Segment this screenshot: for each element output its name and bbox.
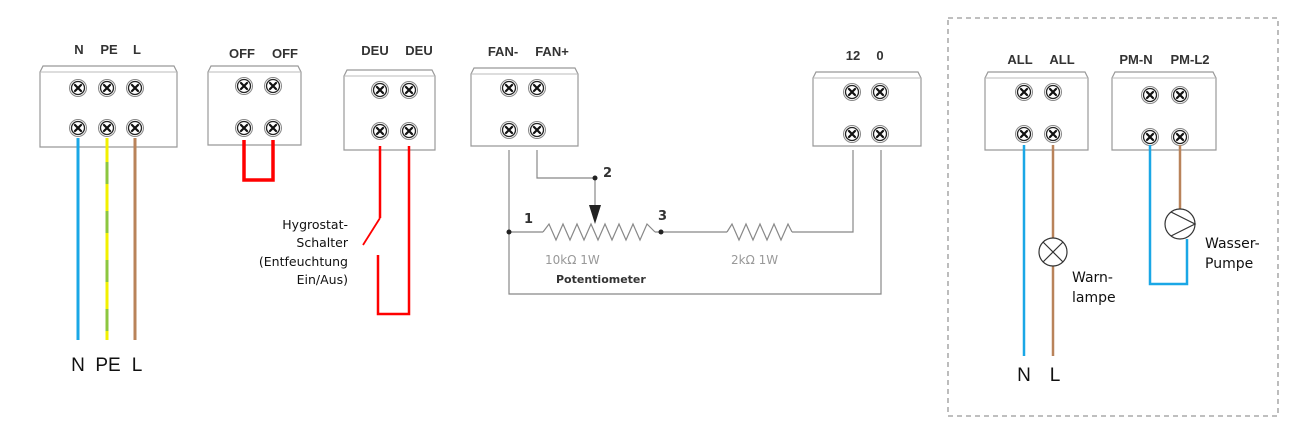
terminal-label: ALL <box>1049 52 1074 67</box>
screw-icon <box>870 82 890 102</box>
mains-label-pe: PE <box>95 355 120 376</box>
screw-icon <box>1140 85 1160 105</box>
terminal-label: N <box>74 42 83 57</box>
terminal-label: 12 <box>846 48 860 63</box>
screw-icon <box>1014 82 1034 102</box>
terminal-label: PM-N <box>1119 52 1152 67</box>
screw-icon <box>1043 124 1063 144</box>
supply-12-wire <box>792 150 854 233</box>
terminal-housing <box>984 71 1089 151</box>
potentiometer-value: 10kΩ 1W <box>545 253 600 267</box>
screw-icon <box>1140 127 1160 147</box>
terminal-label: OFF <box>229 46 255 61</box>
terminal-label: 0 <box>876 48 883 63</box>
pot-pin-3: 3 <box>658 209 667 224</box>
lamp-label-1: Warn- <box>1072 270 1113 286</box>
resistor-value: 2kΩ 1W <box>731 253 778 267</box>
wiper-arrow-icon <box>589 205 601 224</box>
screw-icon <box>234 76 254 96</box>
screw-icon <box>97 78 117 98</box>
screw-icon <box>870 124 890 144</box>
potentiometer-zigzag <box>542 222 656 242</box>
screw-icon <box>1170 85 1190 105</box>
screw-icon <box>1014 124 1034 144</box>
screw-icon <box>68 118 88 138</box>
pump-label-2: Pumpe <box>1205 256 1253 272</box>
screw-icon <box>370 121 390 141</box>
terminal-label: DEU <box>361 43 388 58</box>
alarm-label-n: N <box>1017 365 1031 386</box>
screw-icon <box>527 120 547 140</box>
svg-text:Schalter: Schalter <box>296 235 348 250</box>
terminal-block-off: OFF OFF <box>207 46 302 146</box>
pot-pin-1: 1 <box>524 212 533 227</box>
terminal-block-alarm: ALL ALL <box>984 52 1089 151</box>
svg-text:Hygrostat-: Hygrostat- <box>282 217 348 232</box>
screw-icon <box>842 124 862 144</box>
screw-icon <box>499 78 519 98</box>
terminal-label: ALL <box>1007 52 1032 67</box>
alarm-label-l: L <box>1050 365 1061 386</box>
deu-wire-b <box>376 146 411 316</box>
screw-icon <box>370 80 390 100</box>
lamp-icon <box>1038 237 1068 267</box>
terminal-housing <box>207 65 302 146</box>
hygrostat-label: Hygrostat- Schalter (Entfeuchtung Ein/Au… <box>259 217 349 287</box>
terminal-housing <box>343 69 436 151</box>
terminal-label: PM-L2 <box>1171 52 1210 67</box>
node-dot <box>658 229 664 235</box>
terminal-block-mains: N PE L <box>39 42 178 148</box>
pump-neutral-wire <box>1148 145 1189 286</box>
screw-icon <box>125 78 145 98</box>
lamp-label-2: lampe <box>1072 290 1116 306</box>
terminal-block-fan: FAN- FAN+ <box>470 44 579 147</box>
screw-icon <box>234 118 254 138</box>
terminal-label: L <box>133 42 141 57</box>
screw-icon <box>97 118 117 138</box>
terminal-block-supply: 12 0 <box>812 48 922 147</box>
screw-icon <box>842 82 862 102</box>
terminal-block-pump: PM-N PM-L2 <box>1111 52 1217 151</box>
screw-icon <box>527 78 547 98</box>
terminal-housing <box>812 71 922 147</box>
fan-minus-wire <box>508 150 882 295</box>
screw-icon <box>1043 82 1063 102</box>
mains-label-l: L <box>132 355 143 376</box>
terminal-housing <box>1111 71 1217 151</box>
potentiometer-label: Potentiometer <box>556 273 646 286</box>
screw-icon <box>125 118 145 138</box>
screw-icon <box>68 78 88 98</box>
alarm-pump-group-box <box>947 17 1279 417</box>
off-bridge-wire <box>242 140 275 182</box>
hygrostat-switch <box>362 217 381 246</box>
screw-icon <box>263 76 283 96</box>
node-dot <box>506 229 512 235</box>
svg-text:Ein/Aus): Ein/Aus) <box>297 272 348 287</box>
screw-icon <box>399 121 419 141</box>
pump-label-1: Wasser- <box>1205 236 1260 252</box>
terminal-label: FAN- <box>488 44 518 59</box>
node-dot <box>592 175 598 181</box>
screw-icon <box>1170 127 1190 147</box>
terminal-label: PE <box>100 42 118 57</box>
fan-plus-wire <box>536 150 595 179</box>
pump-icon <box>1164 208 1197 240</box>
terminal-label: FAN+ <box>535 44 569 59</box>
terminal-block-deu: DEU DEU <box>343 43 436 151</box>
pot-pin-2: 2 <box>603 166 612 181</box>
terminal-label: OFF <box>272 46 298 61</box>
screw-icon <box>263 118 283 138</box>
mains-label-n: N <box>71 355 85 376</box>
terminal-label: DEU <box>405 43 432 58</box>
screw-icon <box>399 80 419 100</box>
svg-text:(Entfeuchtung: (Entfeuchtung <box>259 254 348 269</box>
screw-icon <box>499 120 519 140</box>
terminal-housing <box>470 67 579 147</box>
resistor-zigzag <box>726 222 793 242</box>
